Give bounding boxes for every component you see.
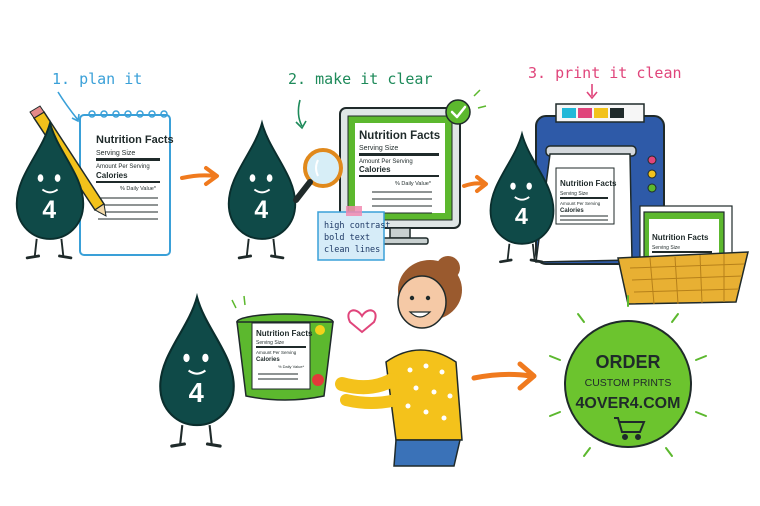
mascot-3: 4 [489, 132, 555, 264]
arrow-icon [471, 371, 533, 381]
mascot-1: 4 [15, 121, 85, 260]
strawberry-icon [312, 374, 324, 386]
step-3-label: 3. print it clean [528, 64, 682, 82]
tub-label-calories: Calories [256, 357, 280, 363]
tub-label-daily: % Daily Value* [278, 364, 305, 369]
printer-label-title: Nutrition Facts [560, 179, 617, 188]
arrow-icon [180, 173, 217, 180]
sticky-note-line2: bold text [324, 233, 370, 243]
tub-label-serving: Serving Size [256, 340, 284, 346]
printer-label-amount: Amount Per Serving [560, 201, 601, 206]
heart-icon [347, 309, 377, 334]
notepad-label-calories: Calories [96, 171, 128, 180]
monitor-label-serving: Serving Size [359, 145, 398, 152]
basket: Nutrition Facts Serving Size Amount Per … [617, 205, 749, 305]
step-2-label: 2. make it clear [288, 70, 433, 88]
tub-label-amount: Amount Per Serving [256, 350, 297, 355]
monitor-label-calories: Calories [359, 165, 391, 174]
tub-label-title: Nutrition Facts [256, 329, 313, 338]
notepad-label-amount: Amount Per Serving [96, 164, 150, 170]
monitor-label-title: Nutrition Facts [359, 130, 440, 142]
basket-label-serving: Serving Size [652, 245, 680, 251]
mascot-2-digit: 4 [254, 197, 268, 224]
notepad-label-daily: % Daily Value* [120, 186, 157, 192]
notepad-label-serving: Serving Size [96, 150, 135, 157]
monitor-label-daily: % Daily Value* [395, 181, 432, 187]
sticky-note-line3: clean lines [324, 245, 380, 255]
order-badge[interactable]: ORDER CUSTOM PRINTS 4OVER4.COM [549, 295, 707, 457]
sticky-note-line1: high contrast [324, 221, 391, 231]
printer: Nutrition Facts Serving Size Amount Per … [535, 103, 665, 265]
step-1-label: 1. plan it [52, 70, 142, 88]
printer-label-calories: Calories [560, 208, 584, 214]
sticky-note: high contrast bold text clean lines [317, 206, 391, 261]
notepad: Nutrition Facts Serving Size Amount Per … [79, 110, 174, 256]
order-badge-line3: 4OVER4.COM [576, 395, 681, 412]
magnifier-icon [293, 148, 343, 203]
notepad-label-title: Nutrition Facts [96, 134, 174, 146]
basket-label-title: Nutrition Facts [652, 233, 709, 242]
mascot-3-digit: 4 [515, 203, 528, 229]
printer-label-serving: Serving Size [560, 191, 588, 197]
lemon-icon [315, 325, 325, 335]
step-1-arrow-icon [57, 91, 79, 121]
mascot-2: 4 [227, 121, 297, 260]
mascot-4-digit: 4 [189, 377, 205, 408]
order-badge-line1: ORDER [595, 352, 660, 372]
order-badge-line2: CUSTOM PRINTS [585, 377, 672, 389]
cart-icon [614, 417, 646, 440]
product-tub: Nutrition Facts Serving Size Amount Per … [231, 295, 334, 401]
woman [335, 256, 463, 467]
monitor-label-amount: Amount Per Serving [359, 159, 413, 165]
mascot-4: 4 [158, 295, 236, 448]
monitor: Nutrition Facts Serving Size Amount Per … [339, 107, 461, 245]
mascot-1-digit: 4 [42, 197, 56, 224]
check-icon [445, 89, 487, 125]
